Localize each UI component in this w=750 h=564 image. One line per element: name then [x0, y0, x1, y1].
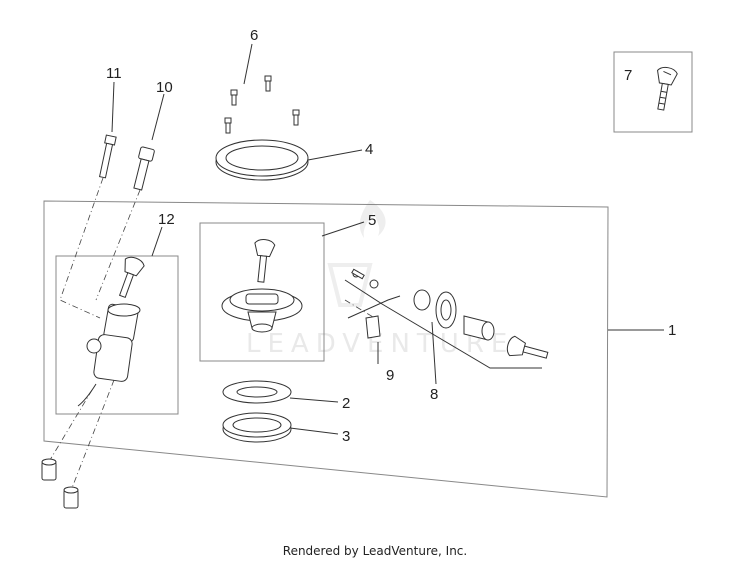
flat-ring [222, 380, 292, 404]
bolt-10 [133, 146, 155, 191]
fuel-cap [221, 239, 303, 333]
fuel-cap-box [199, 222, 325, 362]
callout-3: 3 [342, 428, 350, 445]
bolts [224, 75, 300, 134]
key-box [613, 51, 693, 133]
bolt-11 [98, 134, 117, 179]
callouts: 1 2 3 4 5 6 7 8 9 10 11 12 [106, 27, 676, 445]
ignition-switch-box [55, 255, 179, 415]
callout-2: 2 [342, 395, 350, 412]
assembly-lines [49, 177, 379, 489]
callout-10: 10 [156, 79, 173, 96]
callout-12: 12 [158, 211, 175, 228]
nuts [41, 458, 79, 509]
ignition-switch [77, 256, 145, 407]
large-ring [215, 139, 309, 181]
callout-1: 1 [668, 322, 676, 339]
assembly-frame [43, 200, 609, 498]
callout-6: 6 [250, 27, 258, 44]
callout-8: 8 [430, 386, 438, 403]
leader-lines [111, 43, 664, 435]
callout-4: 4 [365, 141, 373, 158]
callout-5: 5 [368, 212, 376, 229]
lock-cylinder [351, 268, 549, 359]
callout-11: 11 [106, 65, 122, 82]
key-7 [657, 66, 678, 111]
callout-9: 9 [386, 367, 394, 384]
footer-credit: Rendered by LeadVenture, Inc. [282, 544, 468, 558]
seal-ring [222, 412, 292, 443]
callout-7: 7 [624, 67, 632, 84]
